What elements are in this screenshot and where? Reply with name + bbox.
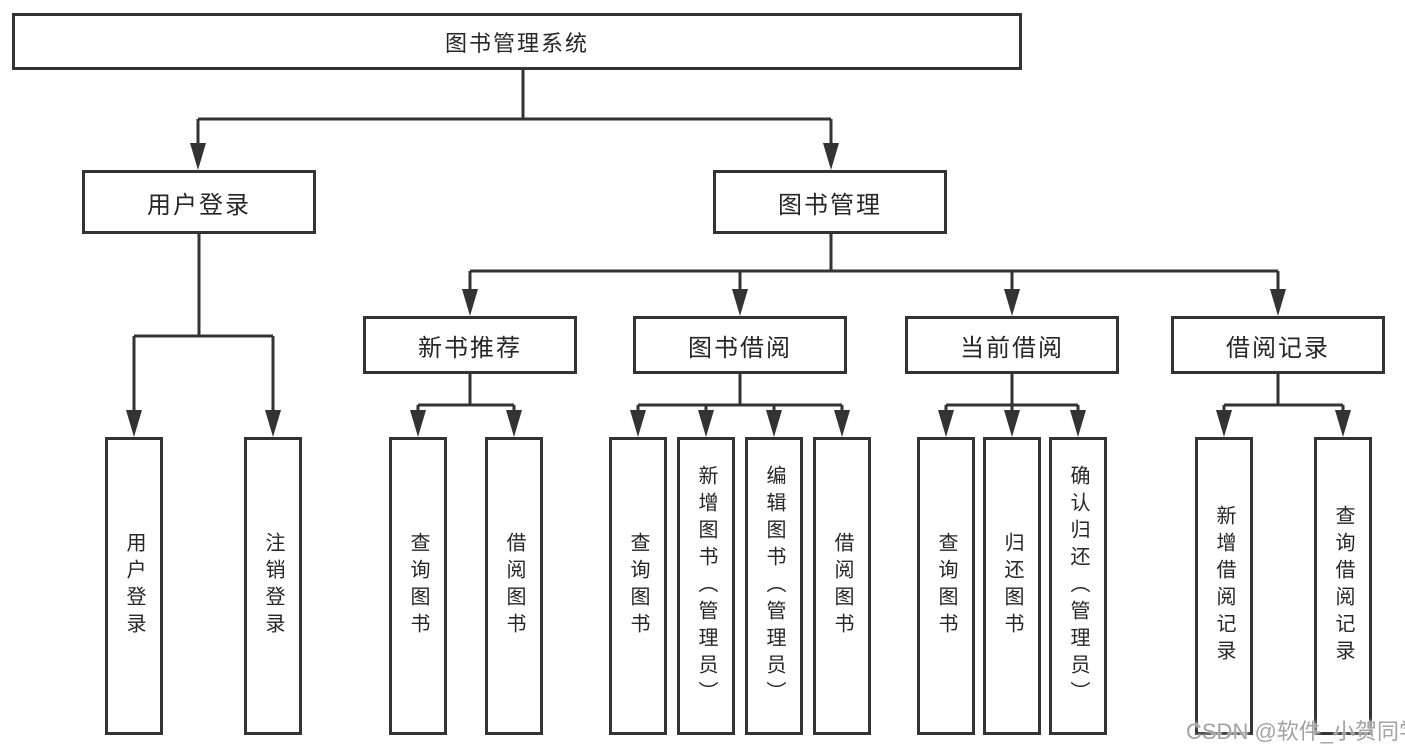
node-current-borrowing: 当前借阅: [905, 316, 1119, 374]
leaf-edit-books-admin: 编辑图书（管理员）: [745, 437, 803, 735]
node-label: 当前借阅: [960, 334, 1064, 362]
leaf-return-books: 归还图书: [983, 437, 1041, 735]
leaf-label: 查询图书: [935, 532, 957, 640]
arrowhead: [1216, 410, 1232, 437]
leaf-label: 注销登录: [262, 532, 284, 640]
arrowhead: [698, 410, 714, 437]
leaf-query-books: 查询图书: [389, 437, 447, 735]
arrowhead: [938, 410, 954, 437]
arrowhead: [1004, 289, 1020, 316]
csdn-watermark: CSDN @软件_小贺同学: [1186, 719, 1405, 744]
node-user-login: 用户登录: [82, 170, 316, 234]
node-library-management-system: 图书管理系统: [12, 13, 1022, 70]
node-label: 新书推荐: [418, 334, 522, 362]
leaf-label: 查询图书: [627, 532, 649, 640]
leaf-label: 借阅图书: [831, 532, 853, 640]
node-borrowing-records: 借阅记录: [1171, 316, 1385, 374]
arrowhead: [630, 410, 646, 437]
arrowhead: [462, 289, 478, 316]
leaf-label: 新增图书（管理员）: [695, 464, 717, 708]
arrowhead: [834, 410, 850, 437]
node-book-borrowing: 图书借阅: [633, 316, 847, 374]
leaf-label: 查询借阅记录: [1332, 505, 1354, 667]
node-book-management: 图书管理: [713, 170, 947, 234]
node-label: 图书借阅: [688, 334, 792, 362]
arrowhead: [732, 289, 748, 316]
node-label: 用户登录: [147, 191, 251, 219]
arrowhead: [1270, 289, 1286, 316]
leaf-confirm-return-admin: 确认归还（管理员）: [1049, 437, 1107, 735]
node-new-book-recommend: 新书推荐: [363, 316, 577, 374]
leaf-add-books-admin: 新增图书（管理员）: [677, 437, 735, 735]
leaf-label: 归还图书: [1001, 532, 1023, 640]
node-label: 图书管理系统: [444, 30, 589, 56]
leaf-borrow-books: 借阅图书: [485, 437, 543, 735]
arrowhead: [410, 410, 426, 437]
leaf-label: 用户登录: [123, 532, 145, 640]
leaf-query-borrow-record: 查询借阅记录: [1314, 437, 1372, 735]
arrowhead: [190, 143, 206, 170]
leaf-query-books: 查询图书: [609, 437, 667, 735]
node-label: 图书管理: [778, 191, 882, 219]
arrowhead: [823, 143, 839, 170]
leaf-label: 新增借阅记录: [1213, 505, 1235, 667]
node-label: 借阅记录: [1226, 334, 1330, 362]
arrowhead: [126, 410, 142, 437]
leaf-user-login: 用户登录: [105, 437, 163, 735]
leaf-label: 借阅图书: [503, 532, 525, 640]
leaf-borrow-books: 借阅图书: [813, 437, 871, 735]
leaf-label: 查询图书: [407, 532, 429, 640]
arrowhead: [506, 410, 522, 437]
arrowhead: [265, 410, 281, 437]
leaf-label: 编辑图书（管理员）: [763, 464, 785, 708]
leaf-logout: 注销登录: [244, 437, 302, 735]
leaf-query-books: 查询图书: [917, 437, 975, 735]
leaf-add-borrow-record: 新增借阅记录: [1195, 437, 1253, 735]
arrowhead: [1004, 410, 1020, 437]
arrowhead: [1335, 410, 1351, 437]
arrowhead: [766, 410, 782, 437]
arrowhead: [1070, 410, 1086, 437]
leaf-label: 确认归还（管理员）: [1067, 464, 1089, 708]
